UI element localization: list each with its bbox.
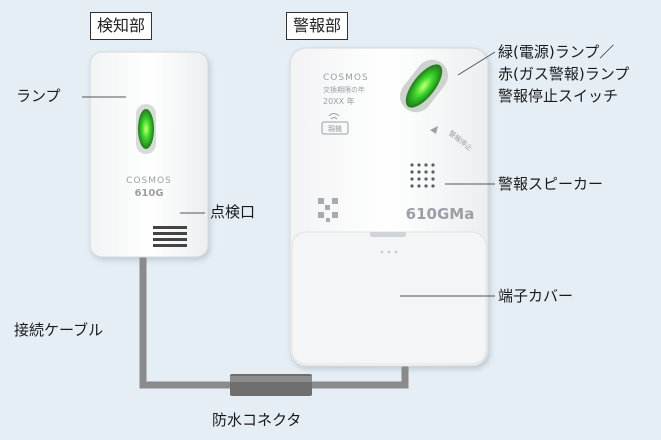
detector-unit <box>89 51 209 258</box>
panel-text: 交換期限の年 <box>323 85 365 94</box>
inspection-port-label: 点検口 <box>210 203 256 221</box>
wireless-icon <box>328 113 340 120</box>
lamp-label: ランプ <box>16 87 61 105</box>
alarm-brand: COSMOS <box>323 73 369 83</box>
cable-label: 接続ケーブル <box>14 321 104 339</box>
speaker-grille <box>410 163 435 188</box>
lamp-line-3: 警報停止スイッチ <box>498 87 619 105</box>
connection-cable <box>139 255 409 396</box>
alarm-lamp-switch[interactable] <box>394 53 455 118</box>
alarm-model: 610GMa <box>406 205 475 223</box>
badge-text: 親機 <box>328 124 342 133</box>
alarm-unit <box>289 47 489 367</box>
detector-brand: COSMOS <box>126 176 172 186</box>
alarm-title: 警報部 <box>286 12 349 40</box>
connector-label: 防水コネクタ <box>212 411 302 429</box>
year-text: 20XX 年 <box>323 96 355 106</box>
speaker-label: 警報スピーカー <box>498 175 604 193</box>
callout-lines <box>82 51 496 297</box>
detector-model: 610G <box>134 188 163 199</box>
qr-code <box>318 198 338 222</box>
parent-badge <box>321 121 349 135</box>
terminal-cover-label: 端子カバー <box>498 287 574 305</box>
detector-lamp <box>136 104 156 154</box>
detector-title: 検知部 <box>90 12 153 40</box>
lamp-line-2: 赤(ガス警報)ランプ <box>498 65 630 83</box>
lamp-line-1: 緑(電源)ランプ／ <box>498 43 615 61</box>
inspection-port-grille <box>153 226 187 247</box>
